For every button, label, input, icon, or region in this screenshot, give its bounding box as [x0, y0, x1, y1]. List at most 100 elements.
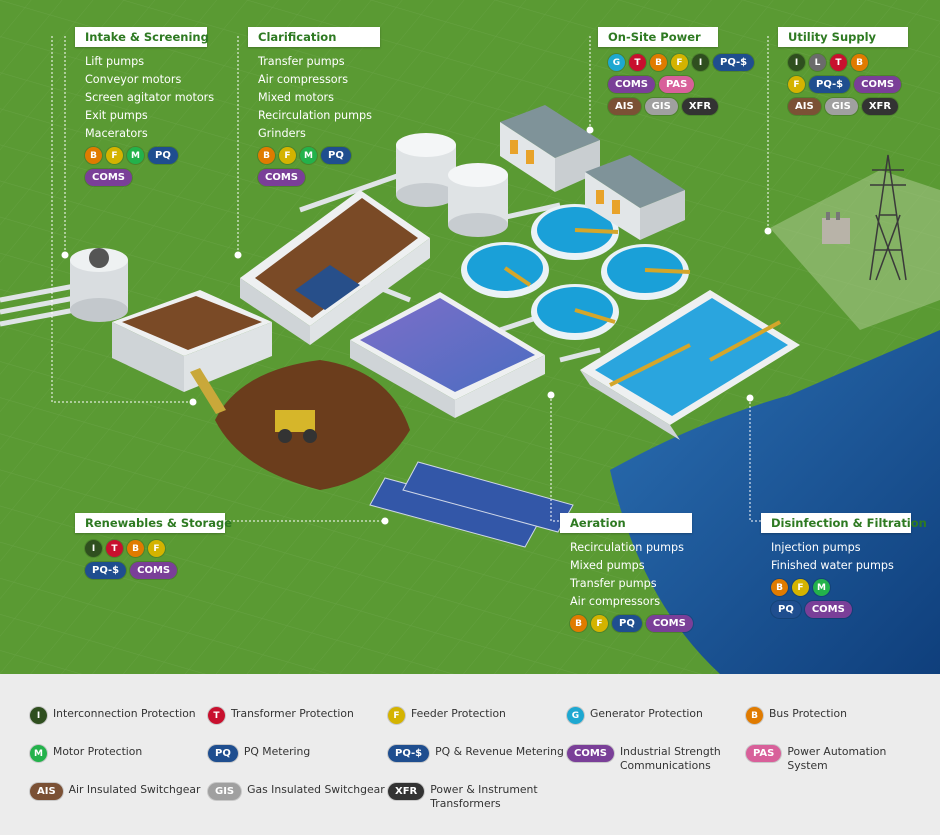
badge-pas: PAS — [659, 76, 695, 93]
badge-f: F — [388, 707, 405, 724]
aeration-ponds — [350, 292, 545, 418]
badge-b: B — [127, 540, 144, 557]
badge-ais: AIS — [788, 98, 821, 115]
badge-b: B — [771, 579, 788, 596]
badge-pq-revenue: PQ-$ — [388, 745, 430, 762]
clarification-basins — [240, 190, 430, 345]
legend-item-pq-metering: PQ PQ Metering — [208, 745, 374, 762]
list-item: Recirculation pumps — [570, 541, 684, 554]
callout-title: Disinfection & Filtration — [761, 513, 927, 533]
legend-label: Power & Instrument Transformers — [430, 783, 538, 810]
badge-t: T — [830, 54, 847, 71]
list-item: Mixed pumps — [570, 559, 645, 572]
badge-g: G — [608, 54, 625, 71]
legend-item-transformer: T Transformer Protection — [208, 707, 381, 724]
utility-yard — [770, 170, 940, 330]
callout-intake: Intake & Screening Lift pumps Conveyor m… — [75, 26, 214, 191]
substation — [822, 212, 850, 244]
badge-gis: GIS — [644, 98, 678, 115]
list-item: Transfer pumps — [258, 55, 345, 68]
badge-xfr: XFR — [388, 783, 425, 800]
badge-f: F — [671, 54, 688, 71]
legend-item-interconnection: I Interconnection Protection — [30, 707, 203, 724]
badge-pq-revenue: PQ-$ — [85, 562, 127, 579]
badge-coms: COMS — [645, 615, 693, 632]
badge-coms: COMS — [854, 76, 902, 93]
legend-label: Bus Protection — [769, 707, 847, 720]
list-item: Macerators — [85, 127, 148, 140]
badge-pas: PAS — [746, 745, 782, 762]
badge-m: M — [300, 147, 317, 164]
legend-label: Interconnection Protection — [53, 707, 196, 720]
badge-b: B — [85, 147, 102, 164]
list-item: Conveyor motors — [85, 73, 182, 86]
plant-illustration — [0, 0, 940, 674]
badge-coms: COMS — [567, 745, 614, 762]
list-item: Exit pumps — [85, 109, 148, 122]
list-item: Screen agitator motors — [85, 91, 215, 104]
badge-pq: PQ — [208, 745, 238, 762]
badge-i: I — [692, 54, 709, 71]
leader-dots — [61, 126, 772, 525]
callout-clarification: Clarification Transfer pumps Air compres… — [248, 26, 380, 191]
badge-f: F — [106, 147, 123, 164]
callout-title: Renewables & Storage — [75, 513, 232, 533]
callout-title: Clarification — [248, 27, 380, 47]
badge-t: T — [106, 540, 123, 557]
callout-disinfection: Disinfection & Filtration Injection pump… — [761, 512, 927, 623]
badge-pq: PQ — [771, 601, 801, 618]
disinfection-basin — [580, 290, 800, 440]
loader — [275, 410, 317, 443]
callout-title: Aeration — [560, 513, 692, 533]
legend-item-pq-revenue: PQ-$ PQ & Revenue Metering — [388, 745, 565, 762]
badge-pq: PQ — [612, 615, 642, 632]
list-item: Lift pumps — [85, 55, 145, 68]
legend-label: PQ Metering — [243, 745, 311, 758]
badge-pq-revenue: PQ-$ — [809, 76, 851, 93]
plant-scene-svg — [0, 0, 940, 674]
badge-m: M — [30, 745, 47, 762]
legend-label: Feeder Protection — [411, 707, 506, 720]
legend-label: Transformer Protection — [231, 707, 354, 720]
legend-item-xfr: XFR Power & Instrument Transformers — [388, 783, 550, 811]
badge-b: B — [851, 54, 868, 71]
callout-items: Lift pumps Conveyor motors Screen agitat… — [85, 53, 214, 143]
badge-t: T — [208, 707, 225, 724]
badge-i: I — [30, 707, 47, 724]
badge-coms: COMS — [85, 169, 132, 186]
badge-m: M — [813, 579, 830, 596]
legend-label: PQ & Revenue Metering — [435, 745, 564, 758]
badge-i: I — [788, 54, 805, 71]
badge-gis: GIS — [208, 783, 242, 800]
list-item: Recirculation pumps — [258, 109, 372, 122]
list-item: Transfer pumps — [570, 577, 657, 590]
power-buildings — [500, 105, 685, 240]
badge-xfr: XFR — [861, 98, 899, 115]
legend-label: Gas Insulated Switchgear — [247, 783, 385, 796]
legend-label: Motor Protection — [53, 745, 143, 758]
badge-f: F — [591, 615, 608, 632]
intake-tank — [70, 248, 128, 322]
river — [610, 330, 940, 674]
screening-basin — [112, 290, 272, 392]
legend-item-feeder: F Feeder Protection — [388, 707, 541, 724]
badge-f: F — [792, 579, 809, 596]
badge-pq: PQ — [321, 147, 351, 164]
badge-coms: COMS — [804, 601, 852, 618]
legend-label: Air Insulated Switchgear — [68, 783, 201, 796]
list-item: Grinders — [258, 127, 306, 140]
callout-title: Intake & Screening — [75, 27, 209, 47]
badge-f: F — [148, 540, 165, 557]
badge-t: T — [629, 54, 646, 71]
badge-ais: AIS — [608, 98, 641, 115]
callout-title: On-Site Power — [598, 27, 718, 47]
leader-lines — [51, 36, 769, 522]
legend: I Interconnection Protection T Transformer… — [0, 674, 940, 835]
badge-f: F — [788, 76, 805, 93]
legend-item-motor: M Motor Protection — [30, 745, 183, 762]
